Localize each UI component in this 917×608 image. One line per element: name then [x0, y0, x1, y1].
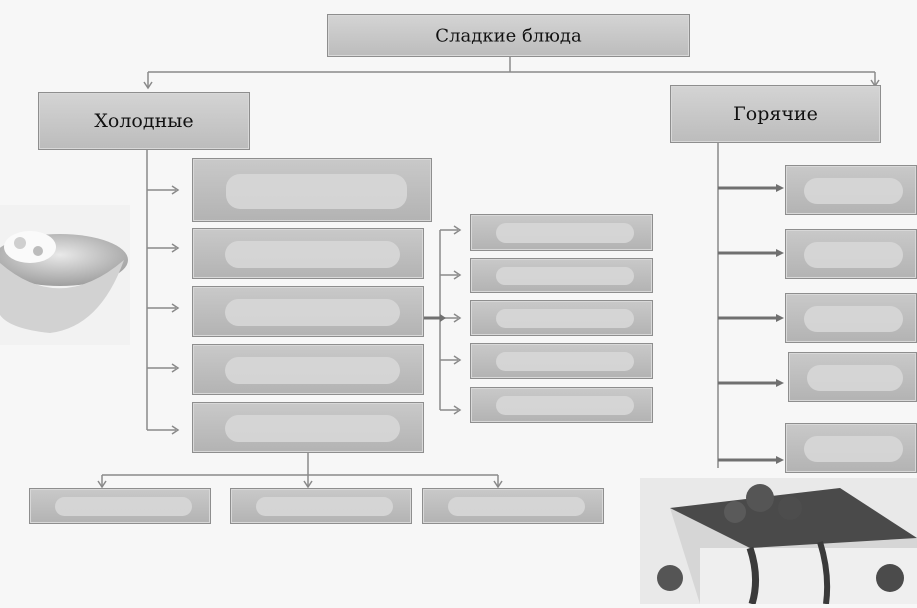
cold-bottom-box-1	[29, 488, 211, 524]
hot-subtype-box-3	[785, 293, 917, 343]
cold-subtype-box-2	[192, 228, 424, 279]
cold-detail-box-4	[470, 343, 653, 379]
cold-subtype-box-3	[192, 286, 424, 337]
cold-subtype-box-1	[192, 158, 432, 222]
cold-detail-box-3	[470, 300, 653, 336]
cold-detail-box-2	[470, 258, 653, 293]
cold-detail-box-5	[470, 387, 653, 423]
category-cold-label: Холодные	[94, 110, 194, 132]
hot-subtype-box-5	[785, 423, 917, 473]
cheesecake-image	[640, 478, 917, 606]
cold-detail-box-1	[470, 214, 653, 251]
root-node-label: Сладкие блюда	[435, 25, 582, 46]
dessert-bowl-image	[0, 205, 130, 345]
cold-subtype-box-5	[192, 402, 424, 453]
hot-subtype-box-2	[785, 229, 917, 279]
cold-bottom-box-3	[422, 488, 604, 524]
category-hot-label: Горячие	[733, 103, 818, 125]
cold-subtype-box-4	[192, 344, 424, 395]
category-hot: Горячие	[670, 85, 881, 143]
hot-subtype-box-1	[785, 165, 917, 215]
category-cold: Холодные	[38, 92, 250, 150]
hot-subtype-box-4	[788, 352, 917, 402]
cold-bottom-box-2	[230, 488, 412, 524]
root-node-sweet-dishes: Сладкие блюда	[327, 14, 690, 57]
